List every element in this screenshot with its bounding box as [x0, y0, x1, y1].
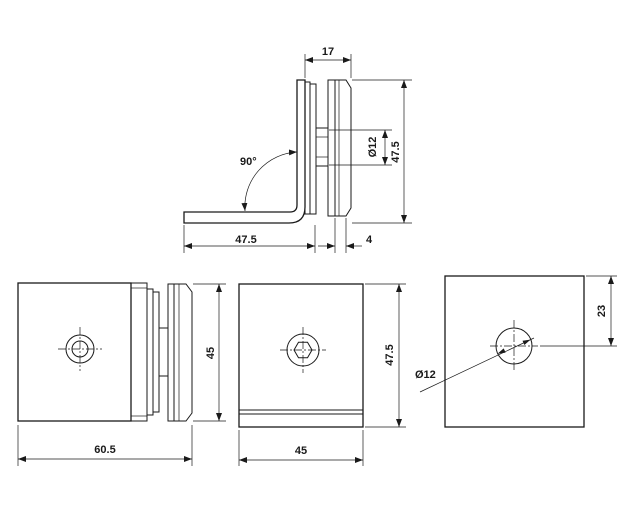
dim-23-label: 23 — [596, 305, 608, 317]
inner-plate — [309, 83, 317, 215]
back-plate-view: 23 Ø12 — [415, 275, 617, 428]
outer-clamp — [334, 79, 352, 217]
spacer-strip — [304, 81, 311, 215]
top-view-l-bracket: 17 Ø12 47.5 90° 47.5 4 — [183, 46, 412, 253]
dim-17-label: 17 — [322, 46, 334, 58]
dim-d12-plate-label: Ø12 — [415, 369, 436, 381]
dim-47-5-bottom-label: 47.5 — [235, 234, 256, 246]
dim-45-height-label: 45 — [205, 347, 217, 359]
side-clamp — [173, 283, 193, 422]
dim-d12-side-label: Ø12 — [367, 137, 379, 158]
dim-4-label: 4 — [366, 234, 373, 246]
side-body-step — [130, 282, 148, 422]
dim-47-5-right-label: 47.5 — [390, 141, 402, 162]
front-view: 47.5 45 — [238, 283, 406, 466]
dim-60-5-label: 60.5 — [94, 444, 115, 456]
side-body — [17, 282, 132, 422]
screw-body — [315, 127, 329, 167]
angle-90-label: 90° — [240, 156, 257, 168]
glass-pad — [327, 79, 336, 217]
side-screw — [158, 327, 169, 377]
side-view: 45 60.5 — [17, 282, 226, 466]
dim-47-5-front-label: 47.5 — [384, 344, 396, 365]
l-bracket-outline — [183, 79, 306, 224]
dim-45-width-label: 45 — [295, 445, 307, 457]
back-plate — [444, 275, 585, 428]
front-body — [238, 283, 364, 428]
